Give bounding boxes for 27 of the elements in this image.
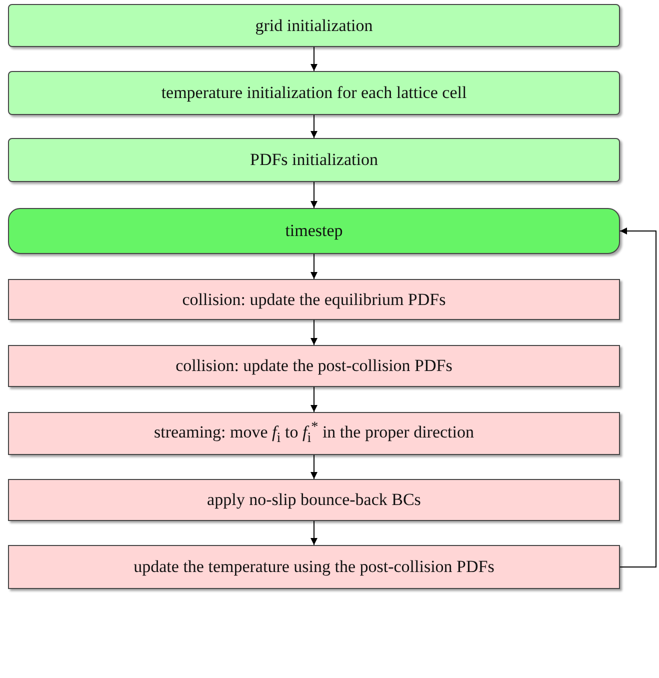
box-label: collision: update the equilibrium PDFs: [182, 290, 446, 310]
process-box: [8, 279, 620, 320]
arrow: [310, 454, 318, 480]
box-label: timestep: [285, 221, 343, 241]
arrow: [310, 386, 318, 412]
arrow: [310, 520, 318, 546]
box-label: collision: update the post-collision PDFs: [176, 356, 452, 376]
box-label: update the temperature using the post-collision PDFs: [134, 557, 494, 577]
process-box: [8, 479, 620, 521]
step-box: [8, 138, 620, 182]
process-box: [8, 412, 620, 455]
arrow: [310, 46, 318, 72]
step-box: [8, 71, 620, 115]
box-label: apply no-slip bounce-back BCs: [207, 490, 421, 510]
process-box: [8, 345, 620, 387]
arrow: [310, 254, 318, 280]
box-label: streaming: move f$_{i}$ to f$_{i}$$^{*}$ in the proper direction: [154, 419, 474, 448]
step-box: [8, 4, 620, 47]
step-box: [8, 208, 620, 254]
arrow: [310, 320, 318, 346]
box-label: temperature initialization for each lattice cell: [161, 83, 467, 103]
arrow: [310, 114, 318, 138]
arrow: [310, 182, 318, 208]
arrow: [620, 228, 656, 568]
process-box: [8, 545, 620, 589]
box-label: PDFs initialization: [250, 150, 378, 170]
box-label: grid initialization: [255, 16, 373, 36]
